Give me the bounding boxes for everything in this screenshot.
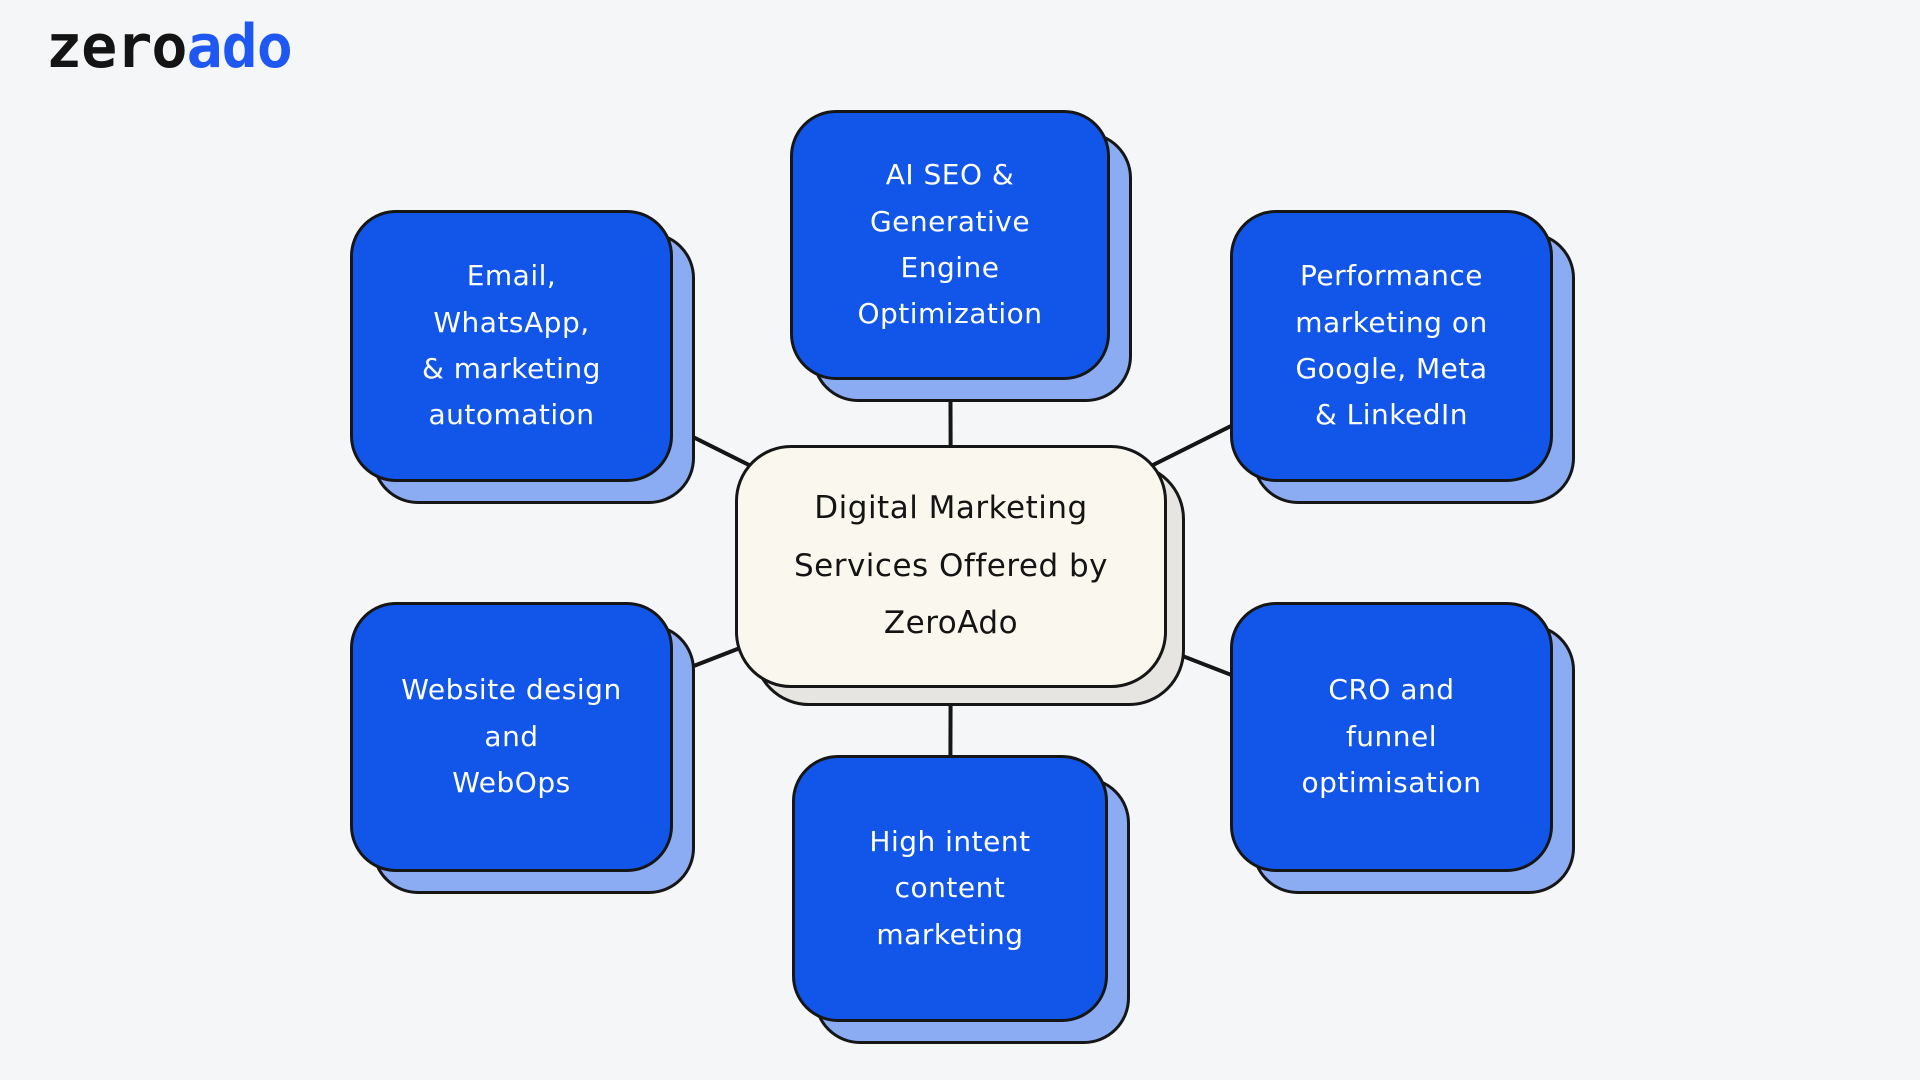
node-label: Performance marketing on Google, Meta & … <box>1230 210 1553 482</box>
node-label: High intent content marketing <box>792 755 1108 1022</box>
node-label: AI SEO & Generative Engine Optimization <box>790 110 1110 380</box>
logo: zeroado <box>46 12 293 82</box>
node-high-intent-content-marketing: High intent content marketing <box>792 755 1130 1044</box>
node-label: CRO and funnel optimisation <box>1230 602 1553 872</box>
node-performance-marketing-google-meta-linkedin: Performance marketing on Google, Meta & … <box>1230 210 1575 504</box>
center-node-digital-marketing-services: Digital Marketing Services Offered by Ze… <box>735 445 1185 706</box>
node-email-whatsapp-marketing-automation: Email, WhatsApp, & marketing automation <box>350 210 695 504</box>
logo-text-ado: ado <box>186 12 293 82</box>
node-label: Email, WhatsApp, & marketing automation <box>350 210 673 482</box>
node-label: Website design and WebOps <box>350 602 673 872</box>
node-ai-seo-generative-engine-optimization: AI SEO & Generative Engine Optimization <box>790 110 1132 402</box>
center-node-label: Digital Marketing Services Offered by Ze… <box>735 445 1167 688</box>
logo-text-zero: zero <box>46 12 187 82</box>
node-website-design-webops: Website design and WebOps <box>350 602 695 894</box>
node-cro-funnel-optimisation: CRO and funnel optimisation <box>1230 602 1575 894</box>
